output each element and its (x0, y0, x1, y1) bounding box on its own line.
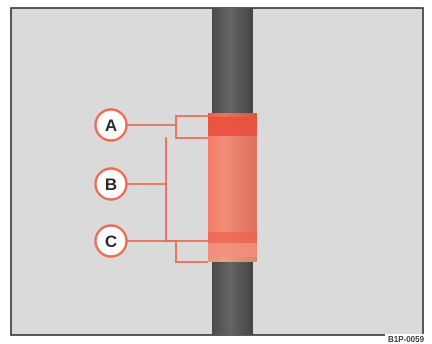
callout-b-label: B (105, 175, 117, 194)
marking-band-lower (208, 232, 257, 243)
marking-band-upper (208, 117, 257, 136)
callout-c: C (94, 224, 128, 258)
callout-c-label: C (105, 232, 117, 251)
callout-a-label: A (105, 116, 117, 135)
callout-a: A (94, 108, 128, 142)
callout-leaders (125, 115, 208, 263)
oil-level-marking-zone (208, 113, 257, 262)
figure-code-tag: B1P-0059 (385, 334, 432, 344)
figure-code: B1P-0059 (388, 335, 425, 344)
callout-b: B (94, 167, 128, 201)
